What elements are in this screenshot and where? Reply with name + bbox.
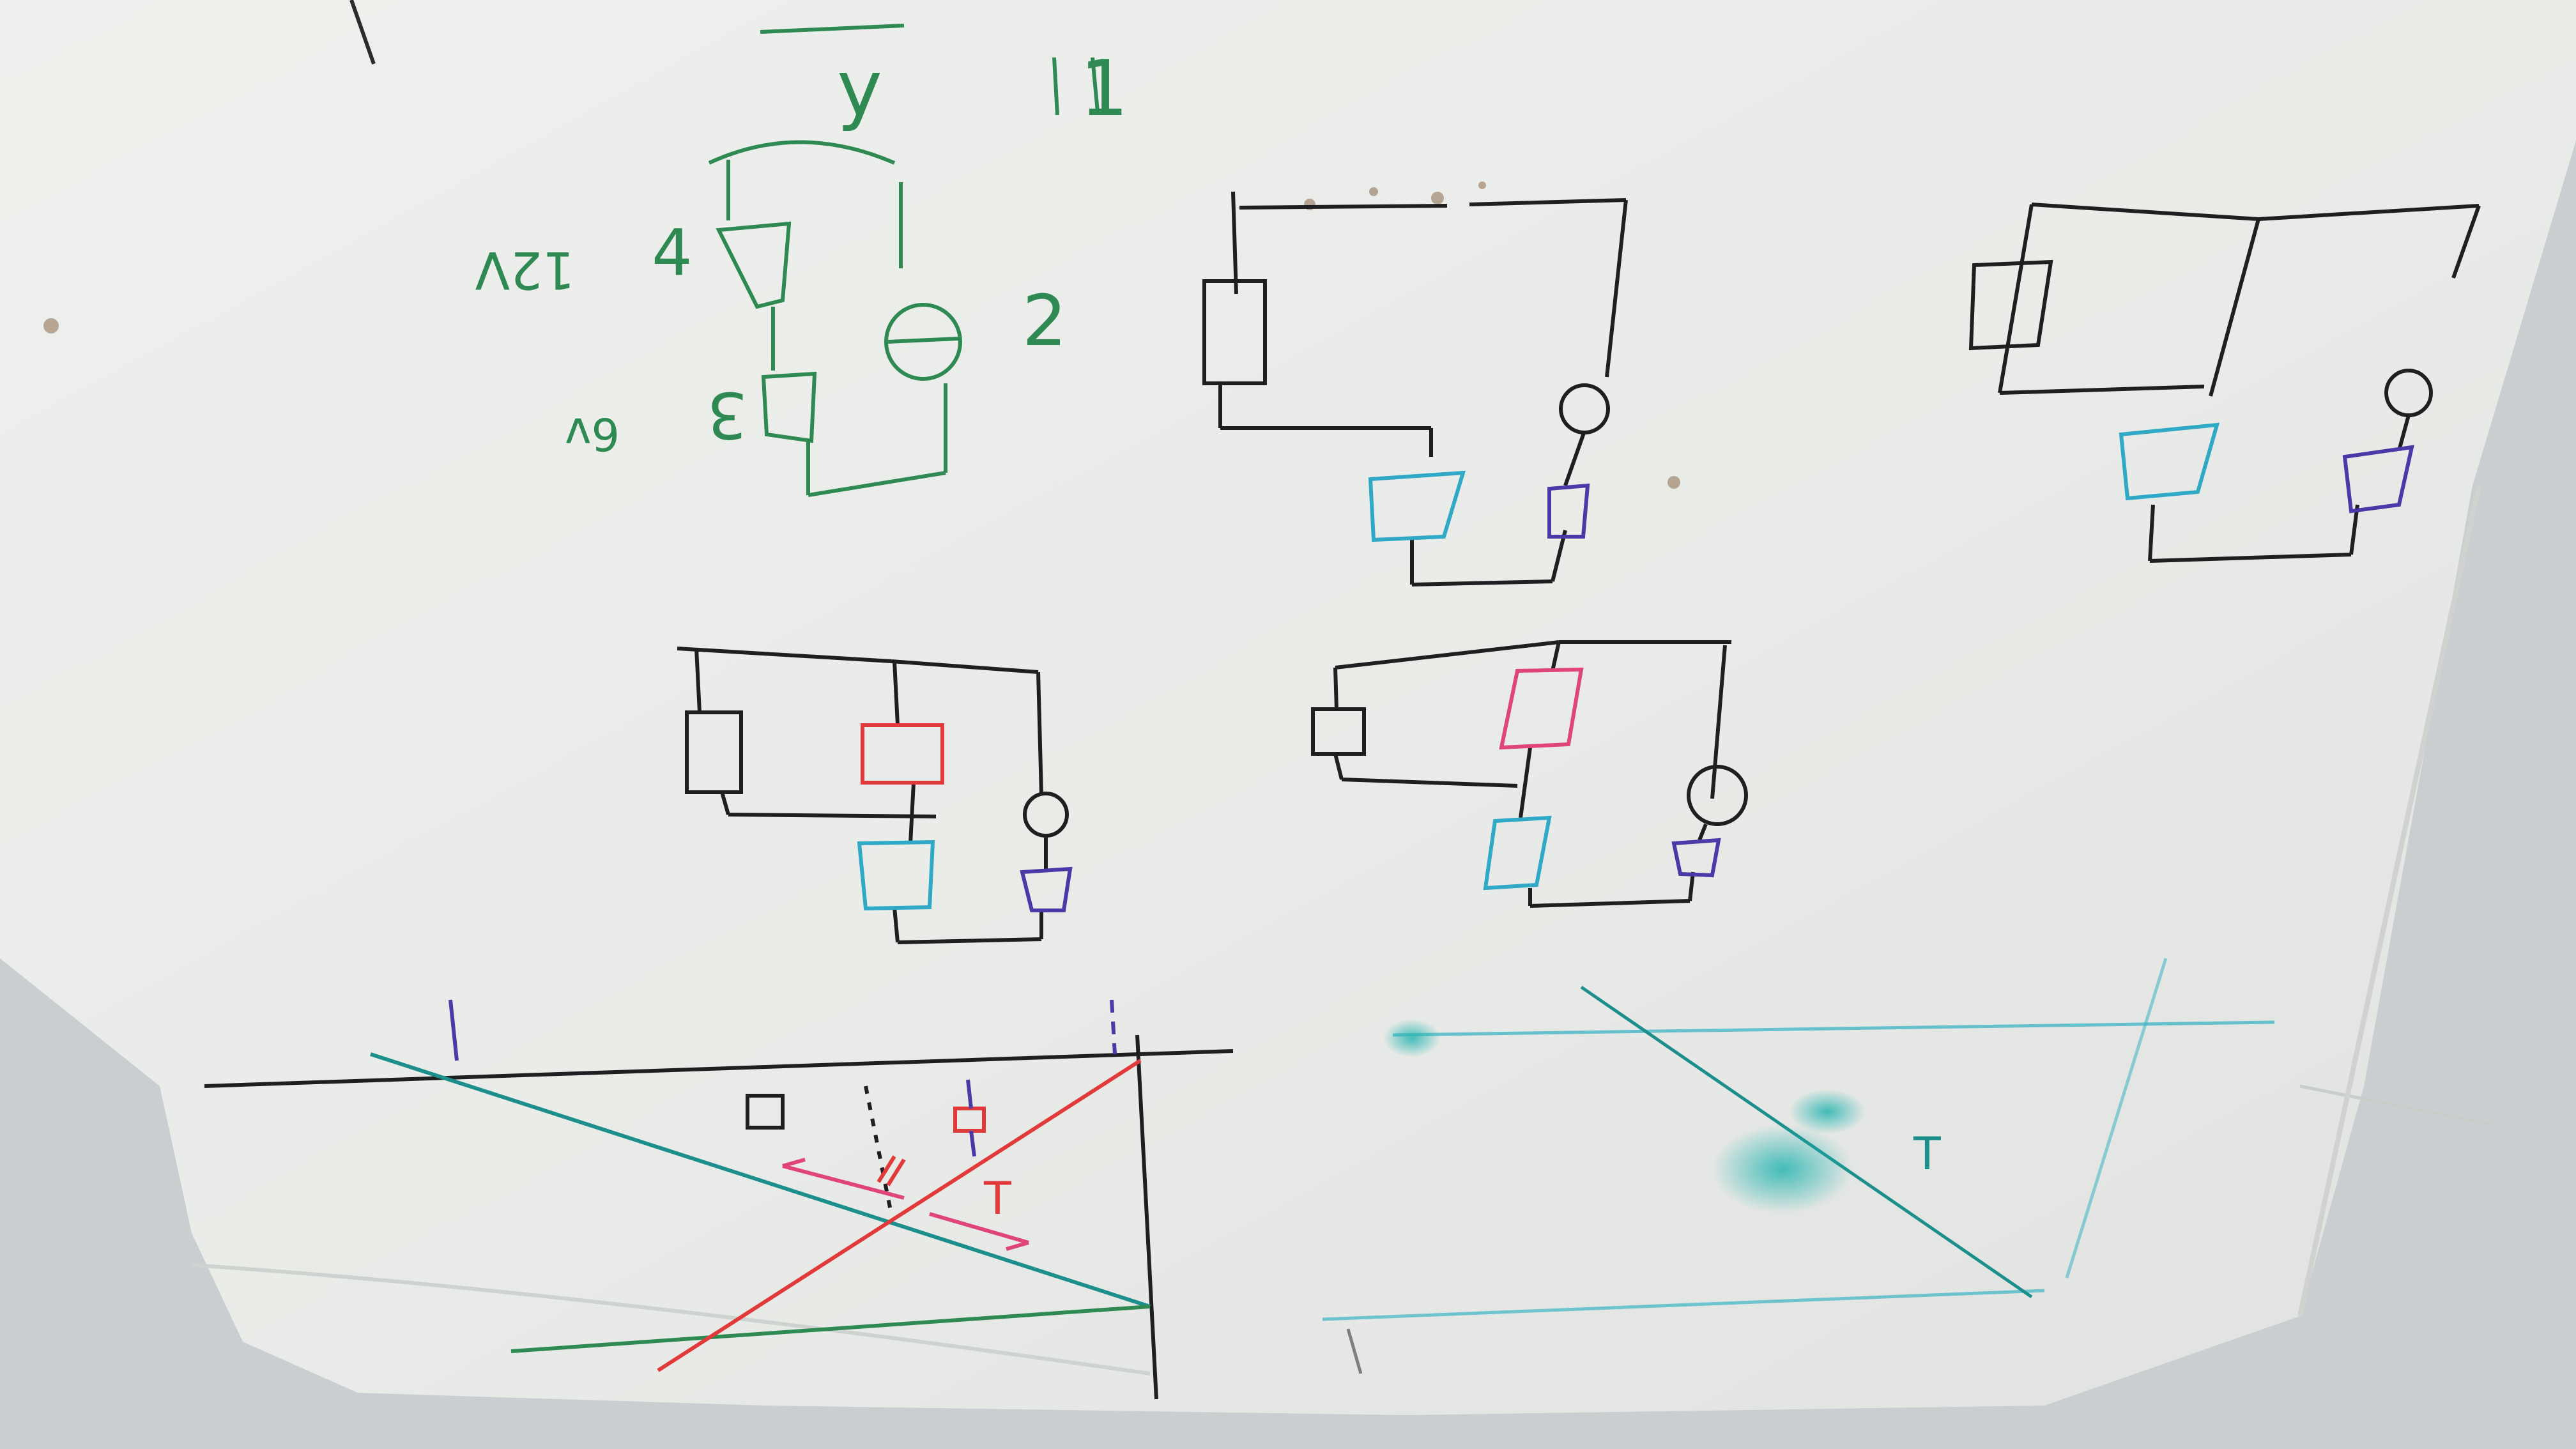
ink-blot [1383,1019,1441,1057]
purple-component [1020,866,1073,912]
cyan-component [2119,422,2220,501]
label-number-4: 4 [652,215,693,290]
label-top-fraction: y [837,45,882,134]
cyan-component [1483,815,1552,891]
label-voltage-12v: 12V [475,240,575,300]
purple-component [2342,445,2414,514]
label-6v: 6v [565,408,620,460]
label-number-3: 3 [707,378,747,452]
paper-crease [191,1263,1151,1376]
graph-bottom-left [204,999,1234,1400]
cyan-component [857,839,935,911]
graph-right-t-label: T [1913,1128,1941,1180]
label-source-2: 2 [1022,280,1067,362]
paper-crease [2299,1084,2492,1126]
green-sketch [708,24,1100,497]
circuit-top-right [1968,203,2481,563]
cyan-component [1368,470,1466,542]
circuit-top-middle [1202,191,1628,586]
paper-sheet [0,0,2576,1415]
label-top-right: 1 [1080,45,1128,134]
stray-mark [349,0,376,65]
pink-component [1499,667,1584,750]
circuit-middle-right [1311,640,1748,908]
red-component [861,723,944,785]
ink-blot [1789,1089,1866,1134]
graph-left-t-label: T [983,1172,1011,1225]
ink-blot [1712,1124,1853,1214]
circuit-middle-left [677,647,1069,944]
paper-fold [2297,485,2481,1317]
purple-component [1547,483,1590,539]
purple-component [1671,838,1721,878]
